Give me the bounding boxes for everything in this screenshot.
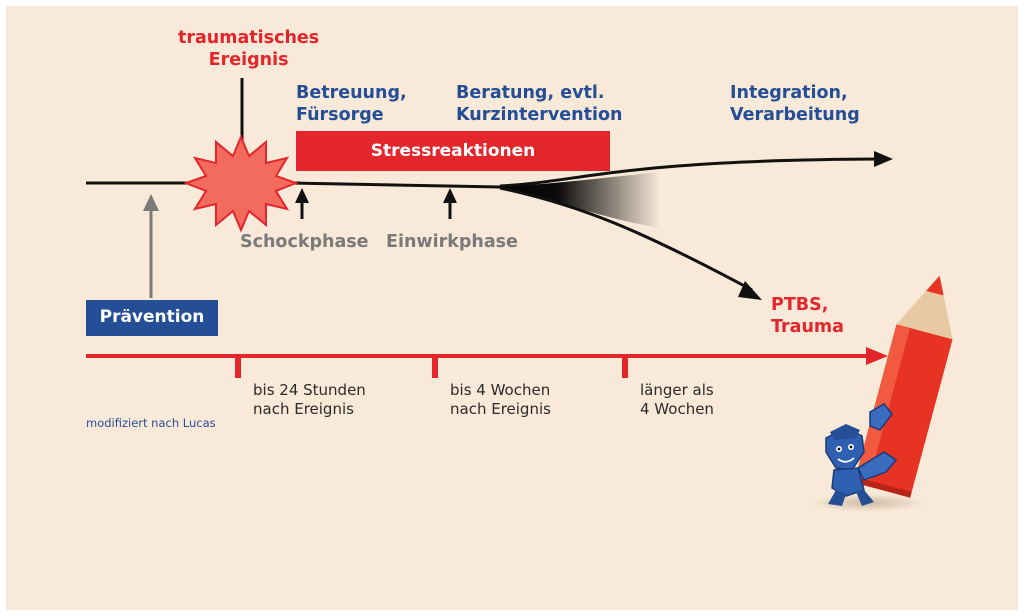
time-label-24h: bis 24 Stunden nach Ereignis xyxy=(253,381,366,418)
prevention-box xyxy=(86,300,218,336)
time-label-over-4w: länger als 4 Wochen xyxy=(640,381,714,418)
integration-branch-arrow xyxy=(499,151,893,188)
stress-reactions-label: Stressreaktionen xyxy=(370,141,536,161)
divergence-fan xyxy=(490,172,660,228)
impact-phase-arrow xyxy=(443,188,457,219)
integration-label: Integration, Verarbeitung xyxy=(730,83,860,125)
main-path-mid xyxy=(289,181,501,189)
prevention-label: Prävention xyxy=(99,307,205,327)
stress-bar xyxy=(296,131,610,171)
time-tick-2 xyxy=(432,356,438,378)
time-axis-arrow xyxy=(86,347,888,365)
prevention-arrow xyxy=(143,194,159,298)
care-label: Betreuung, Fürsorge xyxy=(296,83,407,125)
counseling-label: Beratung, evtl. Kurzintervention xyxy=(456,83,623,125)
impact-phase-label: Einwirkphase xyxy=(386,232,518,252)
time-tick-1 xyxy=(235,356,241,378)
ptbs-branch-arrow xyxy=(499,186,762,300)
explosion-star-icon xyxy=(183,134,299,233)
shock-phase-label: Schockphase xyxy=(240,232,369,252)
pencil-mascot-icon xyxy=(810,275,953,512)
traumatic-event-label: traumatisches Ereignis xyxy=(178,28,320,70)
ptbs-trauma-label: PTBS, Trauma xyxy=(771,295,844,337)
time-label-4w: bis 4 Wochen nach Ereignis xyxy=(450,381,551,418)
time-tick-3 xyxy=(622,356,628,378)
source-note: modifiziert nach Lucas xyxy=(86,416,216,430)
shock-phase-arrow xyxy=(295,188,309,219)
